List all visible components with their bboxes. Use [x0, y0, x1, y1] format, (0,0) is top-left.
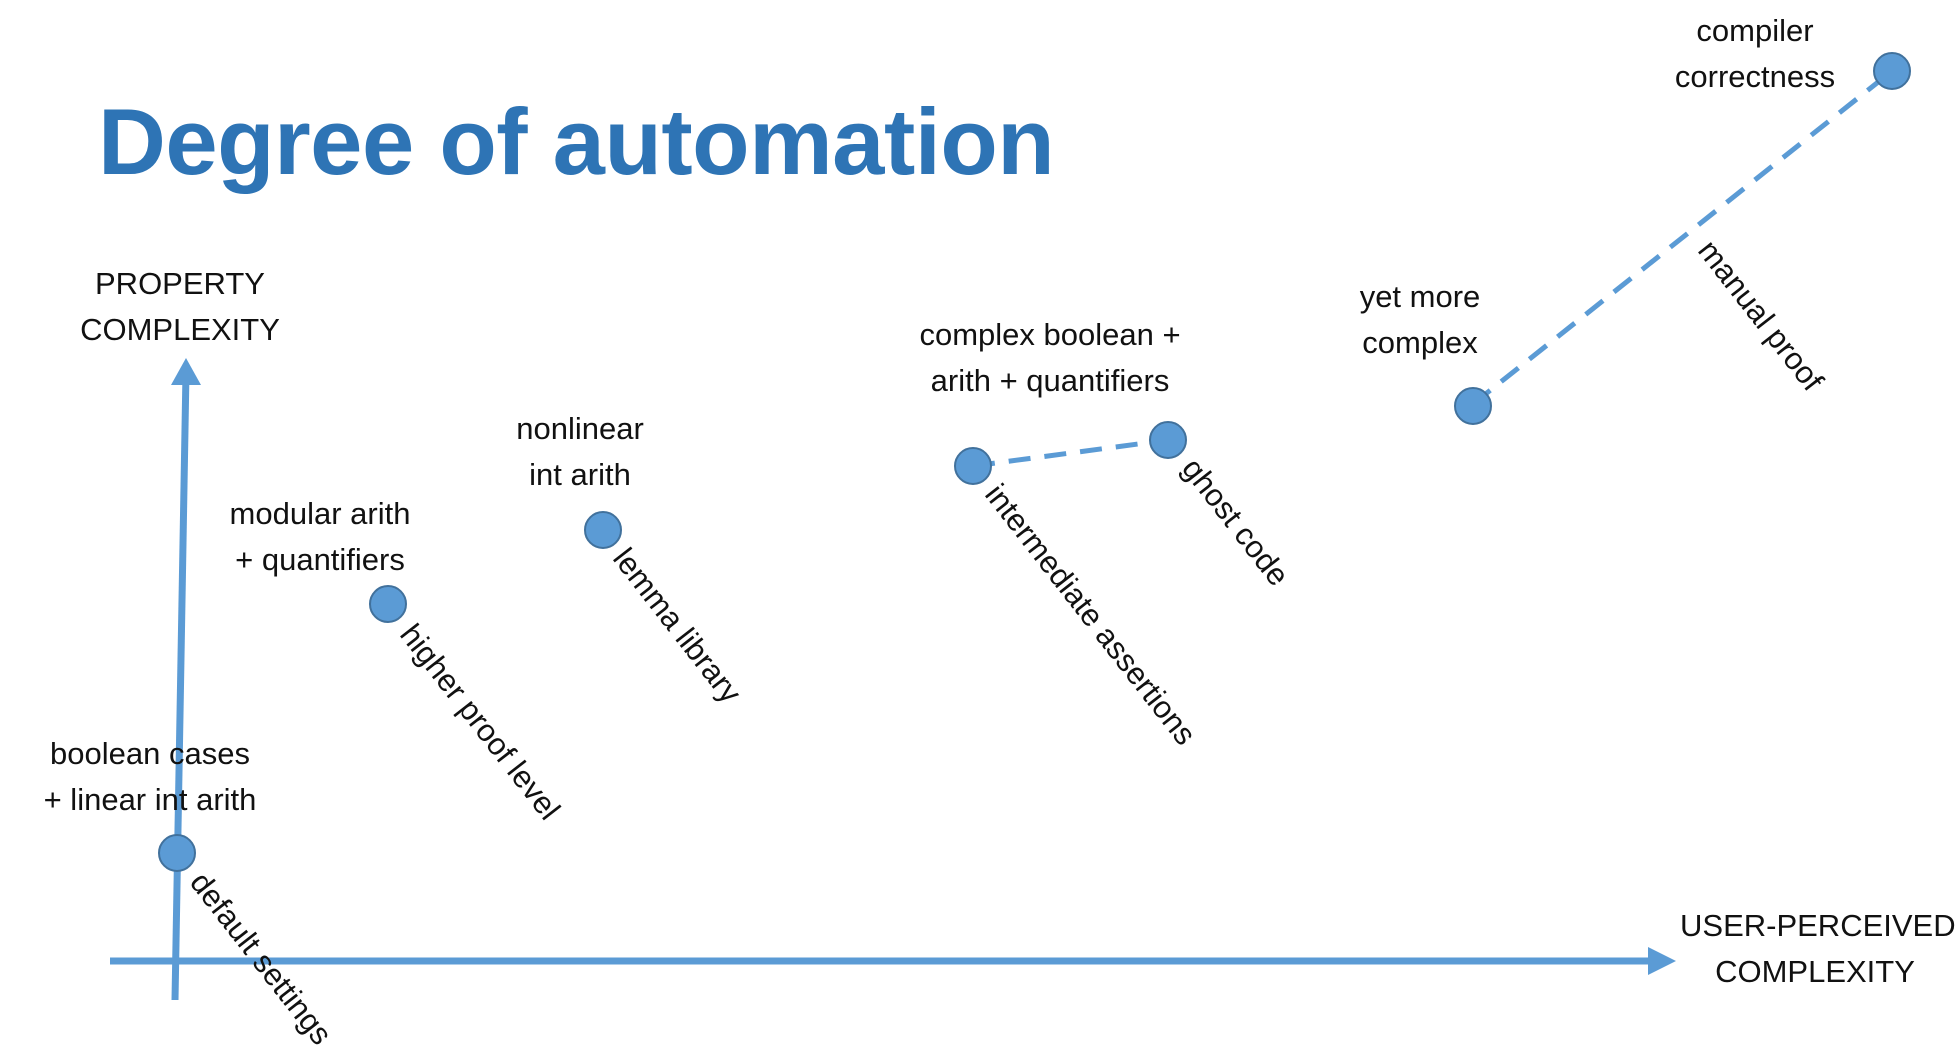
point-compiler-correctness: [1873, 52, 1911, 90]
connector-manual-proof: [1471, 69, 1894, 406]
point-label-complex-boolean: complex boolean +arith + quantifiers: [919, 317, 1181, 398]
point-label-modular-arith: modular arith+ quantifiers: [229, 496, 411, 577]
point-label-boolean-cases: boolean cases+ linear int arith: [43, 736, 257, 817]
x-axis-arrowhead: [1648, 947, 1676, 975]
point-higher-proof-level: [369, 585, 407, 623]
point-yet-more-complex: [1454, 387, 1492, 425]
point-lemma-library: [584, 511, 622, 549]
point-default-settings: [158, 834, 196, 872]
y-axis: [171, 371, 190, 1001]
y-axis-arrowhead: [171, 358, 201, 385]
page-title: Degree of automation: [98, 89, 1055, 194]
point-intermediate-assertions: [954, 447, 992, 485]
point-ghost-code: [1149, 421, 1187, 459]
connector-assertions-ghost: [972, 437, 1169, 469]
